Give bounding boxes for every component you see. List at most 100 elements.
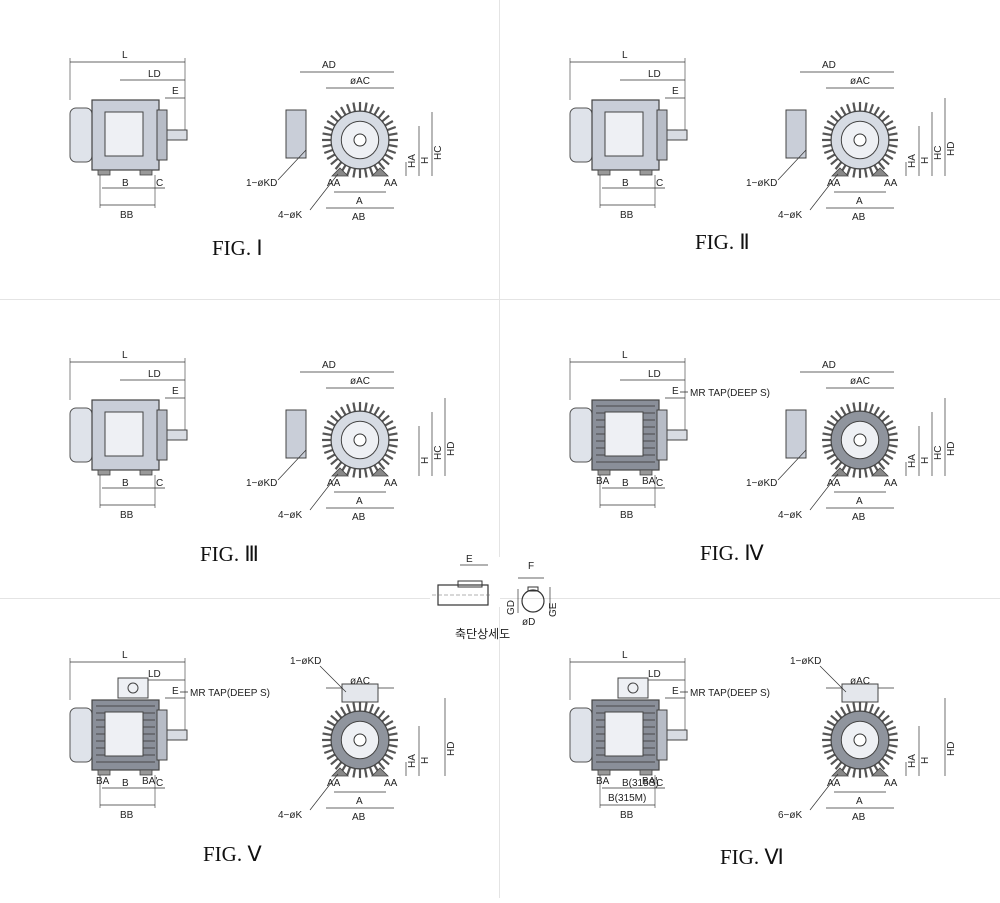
dim-c: C — [656, 478, 663, 489]
dim-ab: AB — [352, 812, 366, 823]
dim-ha: HA — [907, 754, 918, 768]
dim-c: C — [656, 178, 663, 189]
mr-tap-label: MR TAP(DEEP S) — [190, 688, 270, 699]
dim-e: E — [672, 686, 679, 697]
dim-ba-prime: BA' — [142, 776, 157, 787]
dim-ad: AD — [322, 60, 336, 71]
dim-aa-left: AA — [327, 178, 341, 189]
terminal-box — [285, 409, 307, 459]
dim-ha: HA — [907, 154, 918, 168]
dim-hd: HD — [446, 742, 457, 756]
dim-l: L — [122, 50, 128, 61]
dim-ab: AB — [852, 812, 866, 823]
dim-ac: øAC — [350, 676, 370, 687]
dim-e: E — [672, 386, 679, 397]
dim-h: H — [920, 457, 931, 464]
dim-l: L — [622, 50, 628, 61]
dim-l: L — [122, 350, 128, 361]
figure-caption-3: FIG. Ⅲ — [200, 542, 259, 566]
dim-aa-right: AA — [884, 778, 898, 789]
figure-caption-6: FIG. Ⅵ — [720, 845, 784, 869]
dim-ba-prime: BA' — [642, 476, 657, 487]
dim-h: H — [920, 757, 931, 764]
dim-c: C — [156, 478, 163, 489]
figure-caption-1: FIG. Ⅰ — [212, 236, 263, 260]
dim-aa-right: AA — [884, 478, 898, 489]
dim-l: L — [622, 350, 628, 361]
label-shaft-ge: GE — [548, 602, 559, 617]
label-shaft-gd: GD — [506, 600, 517, 615]
dim-bb: BB — [120, 510, 134, 521]
dim-b: B(315S) — [622, 778, 659, 789]
dim-b: B — [122, 178, 129, 189]
dim-bb: BB — [120, 810, 134, 821]
dim-a: A — [856, 196, 863, 207]
dim-ac: øAC — [850, 376, 870, 387]
dim-ab: AB — [852, 512, 866, 523]
dim-a: A — [356, 196, 363, 207]
dim-ba: BA — [96, 776, 110, 787]
dim-ad: AD — [322, 360, 336, 371]
dim-k: 4−øK — [278, 510, 303, 521]
dim-a: A — [856, 496, 863, 507]
dim-ad: AD — [822, 60, 836, 71]
dim-h: H — [420, 457, 431, 464]
dim-kd: 1−øKD — [790, 656, 821, 667]
terminal-box — [285, 109, 307, 159]
dim-aa-right: AA — [384, 778, 398, 789]
dim-l: L — [622, 650, 628, 661]
dim-c: C — [156, 778, 163, 789]
dim-c: C — [656, 778, 663, 789]
dim-hc: HC — [433, 146, 444, 160]
dim-bb: BB — [620, 510, 634, 521]
dim-ha: HA — [407, 154, 418, 168]
dim-ad: AD — [822, 360, 836, 371]
dim-bb: BB — [120, 210, 134, 221]
dim-c: C — [156, 178, 163, 189]
shaft-detail-drawing: E F GD øD GE — [430, 554, 559, 628]
dim-ld: LD — [148, 369, 161, 380]
dim-k: 4−øK — [778, 210, 803, 221]
dim-hd: HD — [446, 442, 457, 456]
dim-ld: LD — [148, 669, 161, 680]
dim-aa-left: AA — [327, 478, 341, 489]
mr-tap-label: MR TAP(DEEP S) — [690, 688, 770, 699]
mr-tap-label: MR TAP(DEEP S) — [690, 388, 770, 399]
dim-hc: HC — [933, 446, 944, 460]
dim-ha: HA — [407, 754, 418, 768]
dim-kd: 1−øKD — [290, 656, 321, 667]
label-shaft-f: F — [528, 561, 534, 572]
dim-b: B — [622, 178, 629, 189]
figure-caption-2: FIG. Ⅱ — [695, 230, 750, 254]
shaft-section — [521, 589, 545, 613]
dim-k: 6−øK — [778, 810, 803, 821]
dim-aa-right: AA — [884, 178, 898, 189]
terminal-box — [785, 409, 807, 459]
figure-caption-5: FIG. Ⅴ — [203, 842, 262, 866]
dim-hd: HD — [946, 142, 957, 156]
dim-h: H — [920, 157, 931, 164]
dim-kd: 1−øKD — [246, 478, 277, 489]
dim-hd: HD — [946, 442, 957, 456]
dim-h: H — [420, 757, 431, 764]
dim-b: B — [122, 478, 129, 489]
dim-e: E — [672, 86, 679, 97]
